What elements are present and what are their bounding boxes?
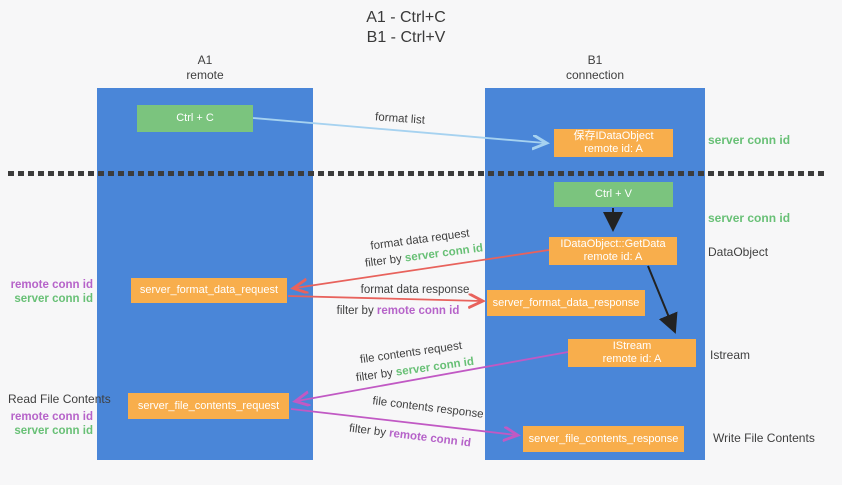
title-line-ctrl-c: A1 - Ctrl+C bbox=[366, 9, 446, 26]
arrow-file-contents-request bbox=[297, 351, 569, 401]
diagram-title: A1 - Ctrl+C B1 - Ctrl+V bbox=[306, 8, 506, 48]
remote-conn-id-text: remote conn id bbox=[376, 305, 460, 317]
save-idataobject-line2: remote id: A bbox=[584, 143, 643, 155]
lane-header-b1: B1 connection bbox=[485, 53, 705, 83]
annotation-server-conn-id-top: server conn id bbox=[708, 133, 791, 147]
label-format-data-response: format data response bbox=[360, 284, 470, 296]
server-file-contents-response-box: server_file_contents_response bbox=[523, 426, 684, 452]
annotation-istream: Istream bbox=[710, 348, 751, 362]
server-file-contents-request-label: server_file_contents_request bbox=[137, 399, 280, 412]
idataobject-getdata-box: IDataObject::GetData remote id: A bbox=[549, 237, 677, 265]
annotation-left-conn-ids-top: remote conn id server conn id bbox=[5, 278, 93, 306]
annotation-write-file-contents: Write File Contents bbox=[713, 431, 815, 445]
server-format-data-request-label: server_format_data_request bbox=[139, 284, 279, 296]
server-file-contents-request-box: server_file_contents_request bbox=[128, 393, 289, 419]
ctrl-v-box: Ctrl + V bbox=[554, 182, 673, 207]
save-idataobject-line1: 保存IDataObject bbox=[573, 130, 654, 142]
lane-b1-role: connection bbox=[565, 68, 625, 82]
server-format-data-response-label: server_format_data_response bbox=[492, 296, 640, 309]
server-format-data-request-box: server_format_data_request bbox=[131, 278, 287, 303]
annotation-server-conn-id-left-top: server conn id bbox=[14, 293, 93, 305]
idataobject-getdata-line2: remote id: A bbox=[583, 251, 643, 263]
arrow-format-data-request bbox=[295, 249, 550, 288]
filter-by-text: filter by bbox=[336, 305, 374, 317]
annotation-remote-conn-id-bottom: remote conn id bbox=[10, 411, 93, 423]
title-line-ctrl-v: B1 - Ctrl+V bbox=[366, 29, 446, 46]
label-filter-by-remote-conn-id-1: filter by remote conn id bbox=[337, 305, 460, 317]
annotation-left-conn-ids-bottom: remote conn id server conn id bbox=[5, 410, 93, 438]
istream-line2: remote id: A bbox=[602, 353, 662, 365]
annotation-remote-conn-id-top: remote conn id bbox=[10, 279, 93, 291]
ctrl-c-label: Ctrl + C bbox=[176, 112, 214, 124]
istream-line1: IStream bbox=[612, 340, 652, 352]
ctrl-c-box: Ctrl + C bbox=[137, 105, 253, 132]
server-format-data-response-box: server_format_data_response bbox=[487, 290, 645, 316]
lane-header-a1: A1 remote bbox=[97, 53, 313, 83]
ctrl-v-label: Ctrl + V bbox=[595, 188, 632, 200]
save-idataobject-box: 保存IDataObject remote id: A bbox=[554, 129, 673, 157]
annotation-dataobject: DataObject bbox=[708, 245, 769, 259]
arrow-file-contents-response bbox=[290, 408, 516, 435]
istream-box: IStream remote id: A bbox=[568, 339, 696, 367]
lane-a1-name: A1 bbox=[197, 53, 213, 67]
annotation-read-file-contents: Read File Contents bbox=[8, 392, 111, 406]
lane-a1-role: remote bbox=[186, 68, 224, 82]
annotation-server-conn-id-left-bottom: server conn id bbox=[14, 425, 93, 437]
server-file-contents-response-label: server_file_contents_response bbox=[528, 432, 679, 445]
annotation-server-conn-id-mid: server conn id bbox=[708, 211, 791, 225]
idataobject-getdata-line1: IDataObject::GetData bbox=[560, 238, 666, 250]
lane-b1-name: B1 bbox=[587, 53, 603, 67]
arrow-format-list bbox=[252, 117, 545, 143]
arrow-format-data-response bbox=[287, 296, 481, 301]
arrow-getdata-to-istream bbox=[647, 265, 678, 334]
phase-separator-dotted-line bbox=[8, 171, 828, 176]
